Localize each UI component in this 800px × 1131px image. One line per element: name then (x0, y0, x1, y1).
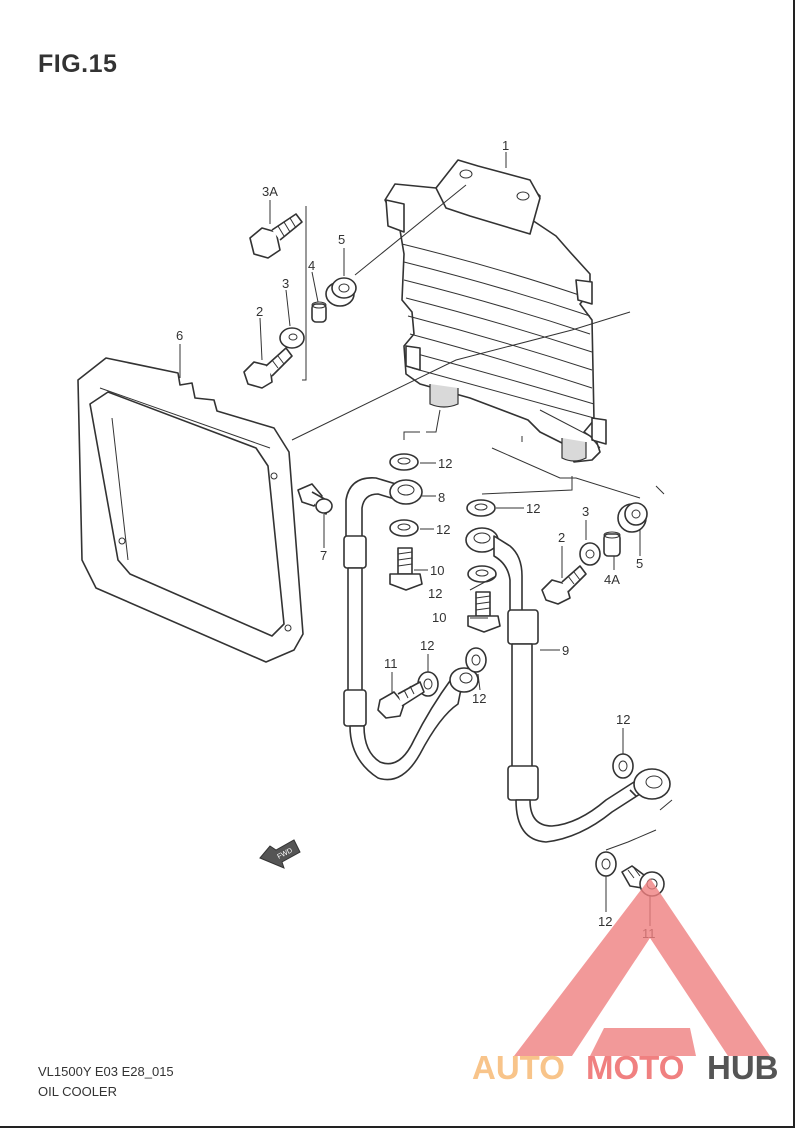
watermark-part-2: MOTO (586, 1049, 684, 1086)
callout-12-e: 12 (420, 638, 434, 653)
part-12-washer-h[interactable] (595, 851, 617, 877)
part-3-washer-upper[interactable] (279, 327, 305, 349)
callout-2-lower: 2 (558, 530, 565, 545)
watermark-logo-icon (514, 878, 770, 1056)
part-9-oil-hose-right[interactable] (465, 527, 671, 843)
callout-12-f: 12 (472, 691, 486, 706)
part-12-washer-b[interactable] (389, 519, 419, 537)
callout-labels: 1 3A 5 4 3 2 6 12 8 12 12 7 10 12 10 3 2… (176, 138, 656, 941)
callout-3a: 3A (262, 184, 278, 199)
watermark-part-3: HUB (707, 1049, 779, 1086)
callout-leaders (179, 152, 651, 926)
part-12-washer-g[interactable] (612, 753, 634, 779)
callout-10-a: 10 (430, 563, 444, 578)
part-2-bolt-lower[interactable] (541, 565, 587, 605)
part-10-bolt-b[interactable] (467, 591, 501, 633)
part-5-collar-upper[interactable] (325, 277, 357, 307)
part-3-washer-lower[interactable] (579, 542, 601, 566)
watermark-wordmark: AUTO MOTO HUB (472, 1049, 779, 1086)
callout-12-h: 12 (598, 914, 612, 929)
callout-3-lower: 3 (582, 504, 589, 519)
part-12-washer-f[interactable] (465, 647, 487, 673)
callout-5-lower: 5 (636, 556, 643, 571)
part-4a-spacer-lower[interactable] (603, 531, 621, 557)
callout-12-g: 12 (616, 712, 630, 727)
part-7-bolt[interactable] (297, 483, 333, 515)
part-6-guard-frame[interactable] (77, 357, 304, 663)
callout-12-b: 12 (436, 522, 450, 537)
part-10-bolt-a[interactable] (389, 547, 423, 591)
part-12-washer-c[interactable] (466, 499, 496, 517)
group-name: OIL COOLER (38, 1084, 117, 1099)
callout-5-upper: 5 (338, 232, 345, 247)
watermark-part-1: AUTO (472, 1049, 565, 1086)
callout-7: 7 (320, 548, 327, 563)
callout-11-a: 11 (384, 656, 398, 671)
callout-4a: 4A (604, 572, 620, 587)
callout-12-a: 12 (438, 456, 452, 471)
fwd-arrow-icon: FWD (259, 839, 301, 869)
part-12-washer-a[interactable] (389, 453, 419, 471)
model-code: VL1500Y E03 E28_015 (38, 1064, 174, 1079)
figure-title: FIG.15 (38, 50, 118, 78)
part-12-washer-d[interactable] (467, 565, 497, 583)
callout-1: 1 (502, 138, 509, 153)
callout-6: 6 (176, 328, 183, 343)
part-2-bolt-upper[interactable] (243, 347, 293, 389)
part-1-oil-cooler[interactable] (384, 159, 607, 463)
callout-10-b: 10 (432, 610, 446, 625)
part-4-spacer-upper[interactable] (311, 301, 327, 323)
part-3a-bolt[interactable] (249, 213, 303, 259)
part-8-oil-hose-left[interactable] (343, 477, 479, 781)
callout-3-upper: 3 (282, 276, 289, 291)
part-5-collar-lower[interactable] (617, 502, 648, 533)
part-11-bolt-a[interactable] (377, 681, 425, 719)
assembly-lines (291, 184, 673, 851)
callout-4-upper: 4 (308, 258, 315, 273)
callout-12-c: 12 (526, 501, 540, 516)
callout-12-d: 12 (428, 586, 442, 601)
callout-2-upper: 2 (256, 304, 263, 319)
callout-9: 9 (562, 643, 569, 658)
callout-8: 8 (438, 490, 445, 505)
